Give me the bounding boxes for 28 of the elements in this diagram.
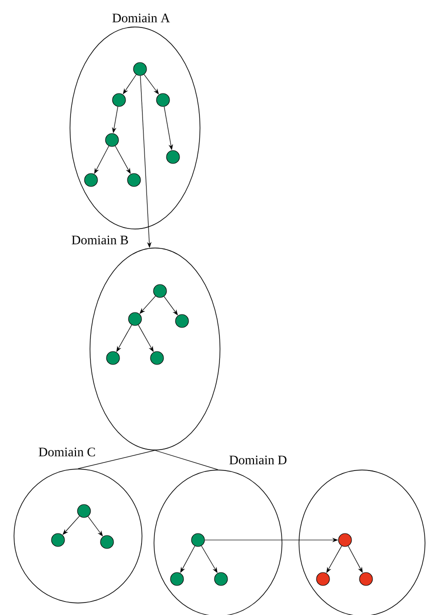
tree-node-dot [170,572,184,586]
arrow [62,516,80,535]
tree-node-dot [128,312,142,326]
tree-node-dot [153,284,167,298]
domain-label: Domiain B [72,236,128,244]
domain-label: Domiain A [112,14,170,22]
tree-node-dot [106,351,120,365]
tree-node-dot [127,173,141,187]
tree-node-dot [133,62,147,76]
arrow [140,296,156,314]
tree-node-dot [100,535,114,549]
domain-label: Domiain C [38,448,95,456]
tree-node-dot [156,93,170,107]
tree-node-dot [112,93,126,107]
tree-node-dot [338,533,352,547]
tree-node-dot [191,533,205,547]
tree-node-dot [105,133,119,147]
tree-node-dot [51,533,65,547]
tree-node-dot [150,351,164,365]
tree-node-dot [77,504,91,518]
arrow [94,146,110,174]
tree-node-dot [359,572,373,586]
tree-node-dot [166,150,180,164]
domain-label: Domiain D [229,456,286,464]
tree-node-dot [214,572,228,586]
tree-node-dot [175,314,189,328]
tree-node-dot [316,572,330,586]
tree-node-dot [84,173,98,187]
